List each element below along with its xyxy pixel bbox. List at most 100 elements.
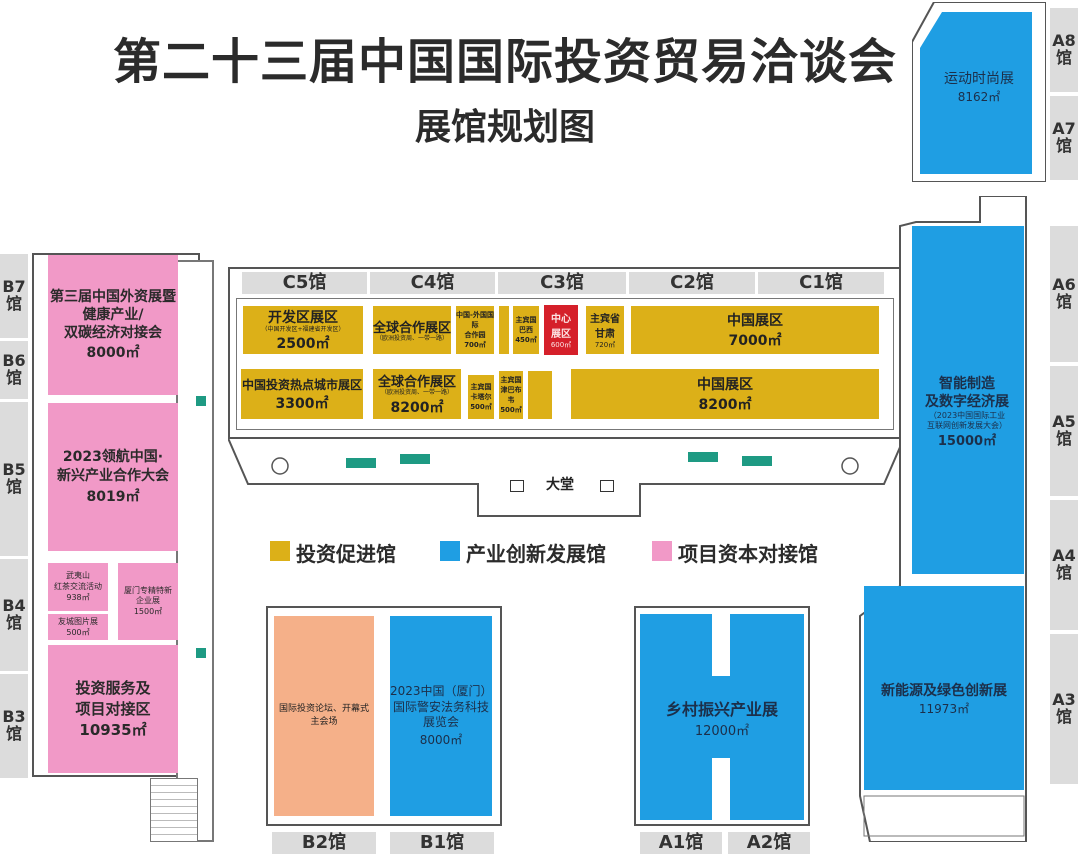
hall-suffix: 馆 — [5, 368, 22, 387]
zone-invest-service[interactable]: 投资服务及 项目对接区 10935㎡ — [48, 645, 178, 773]
zone-center[interactable]: 中心 展区 600㎡ — [544, 305, 578, 355]
zone-leading-china[interactable]: 2023领航中国· 新兴产业合作大会 8019㎡ — [48, 403, 178, 551]
zone-name: 中国投资热点城市展区 — [241, 377, 362, 392]
zone-area: 8019㎡ — [86, 488, 140, 505]
zone-forum-venue[interactable]: 国际投资论坛、开幕式 主会场 — [274, 616, 374, 816]
zone-china-bottom[interactable]: 中国展区 8200㎡ — [570, 368, 880, 420]
zone-area: 8200㎡ — [390, 399, 444, 416]
zone-name: 国际投资论坛、开幕式 主会场 — [279, 703, 369, 728]
c-hall-front — [228, 438, 904, 517]
zone-area: 7000㎡ — [728, 333, 782, 349]
zone-name-line: 国际警安法务科技 — [392, 699, 489, 714]
hall-code: B5 — [2, 460, 26, 480]
courtyard-gap — [712, 758, 730, 820]
zone-area: 12000㎡ — [694, 723, 750, 739]
zone-area: 700㎡ — [464, 341, 486, 349]
zone-name: 新能源及绿色创新展 — [881, 683, 1007, 699]
zone-subtitle: 甘肃 — [595, 329, 615, 340]
zone-name-line: 智能制造 — [939, 376, 995, 392]
entrance-marker — [196, 648, 206, 658]
hall-suffix: 馆 — [5, 724, 22, 743]
hall-label-c4[interactable]: C4馆 — [370, 272, 495, 294]
zone-guest-qatar[interactable]: 主宾国 卡塔尔 500㎡ — [467, 374, 495, 420]
hall-suffix: 馆 — [5, 294, 22, 313]
hall-label-b1[interactable]: B1馆 — [390, 832, 494, 854]
hall-code: A7 — [1052, 119, 1076, 139]
hall-label-c1[interactable]: C1馆 — [758, 272, 884, 294]
zone-name: 开发区展区 — [268, 309, 338, 326]
zone-area: 8200㎡ — [698, 397, 752, 413]
zone-global-coop-bottom[interactable]: 全球合作展区 （欧洲投资周、一带一路） 8200㎡ — [372, 368, 462, 420]
legend-label-investment: 投资促进馆 — [296, 542, 396, 566]
zone-china-foreign-park[interactable]: 中国-外国国际 合作园 700㎡ — [455, 305, 495, 355]
zone-guest-brazil[interactable]: 主宾国 巴西 450㎡ — [512, 305, 540, 355]
zone-name: 主宾国 — [515, 316, 537, 324]
hall-suffix: 馆 — [1055, 136, 1072, 155]
zone-area: 3300㎡ — [275, 395, 329, 412]
zone-name-line: 项目对接区 — [75, 699, 151, 718]
zone-wuyi-tea[interactable]: 武夷山 红茶交流活动 938㎡ — [48, 563, 108, 611]
hall-label-c3[interactable]: C3馆 — [498, 272, 626, 294]
zone-name-line: 展览会 — [422, 715, 459, 730]
hall-code: A6 — [1052, 275, 1076, 295]
zone-new-energy[interactable]: 新能源及绿色创新展 11973㎡ — [864, 680, 1024, 717]
zone-name: 中国-外国国际 — [456, 311, 494, 329]
hall-label-c2[interactable]: C2馆 — [629, 272, 755, 294]
zone-area: 2500㎡ — [276, 336, 330, 353]
hall-label-a2[interactable]: A2馆 — [728, 832, 810, 854]
hall-code: A8 — [1052, 31, 1076, 51]
zone-subtitle-line: （2023中国国际工业 — [928, 411, 1006, 420]
map-title: 第二十三届中国国际投资贸易洽谈会 — [112, 34, 897, 90]
zone-name: 友城图片展 — [58, 617, 98, 626]
zone-subtitle-line: 互联网创新发展大会） — [927, 420, 1007, 430]
hall-label-b2[interactable]: B2馆 — [272, 832, 376, 854]
entrance-marker — [346, 458, 376, 468]
zone-subtitle: （欧洲投资周、一带一路） — [380, 389, 453, 397]
zone-guest-zimbabwe[interactable]: 主宾国 津巴布韦 500㎡ — [498, 370, 524, 420]
zone-fdi-expo[interactable]: 第三届中国外资展暨 健康产业/ 双碳经济对接会 8000㎡ — [48, 255, 178, 395]
hall-code: A4 — [1052, 546, 1076, 566]
zone-global-coop-top[interactable]: 全球合作展区 （欧洲投资周、一带一路） — [372, 305, 452, 355]
zone-subtitle: （欧洲投资周、一带一路） — [375, 335, 448, 343]
hall-suffix: 馆 — [5, 477, 22, 496]
hall-suffix: 馆 — [1055, 707, 1072, 726]
zone-hot-city[interactable]: 中国投资热点城市展区 3300㎡ — [240, 368, 364, 420]
zone-name: 中国展区 — [727, 313, 783, 329]
zone-dev-zone[interactable]: 开发区展区 （中国开发区+福建省开发区） 2500㎡ — [242, 305, 364, 355]
c-hall-inner — [236, 298, 894, 430]
zone-subtitle: 津巴布韦 — [500, 386, 522, 404]
zone-name-line: 武夷山 — [66, 571, 90, 581]
zone-sports-fashion[interactable]: 运动时尚展 8162㎡ — [924, 68, 1034, 105]
zone-area: 10935㎡ — [79, 720, 147, 739]
zone-friend-city[interactable]: 友城图片展 500㎡ — [48, 614, 108, 640]
zone-name: 运动时尚展 — [944, 71, 1014, 87]
zone-name: 全球合作展区 — [373, 321, 452, 337]
legend-swatch-capital — [652, 541, 672, 561]
a78-hall-outline — [912, 2, 1046, 182]
zone-name: 主宾省 — [590, 314, 620, 325]
hall-code: B3 — [2, 707, 26, 727]
hall-code: A5 — [1052, 412, 1076, 432]
zone-block — [498, 305, 510, 355]
zone-name: 厦门专精特新 企业展 — [124, 586, 172, 607]
zone-guest-gansu[interactable]: 主宾省 甘肃 720㎡ — [585, 305, 625, 355]
zone-china-top[interactable]: 中国展区 7000㎡ — [630, 305, 880, 355]
zone-smart-manufacturing[interactable]: 智能制造 及数字经济展 （2023中国国际工业 互联网创新发展大会） 15000… — [912, 376, 1022, 449]
legend-swatch-investment — [270, 541, 290, 561]
hall-label-a1[interactable]: A1馆 — [640, 832, 722, 854]
hall-label-c5[interactable]: C5馆 — [242, 272, 367, 294]
zone-police-expo[interactable]: 2023中国（厦门） 国际警安法务科技 展览会 8000㎡ — [390, 616, 493, 816]
zone-xiamen-sme[interactable]: 厦门专精特新 企业展 1500㎡ — [118, 563, 178, 640]
zone-subtitle: 卡塔尔 — [470, 393, 492, 401]
